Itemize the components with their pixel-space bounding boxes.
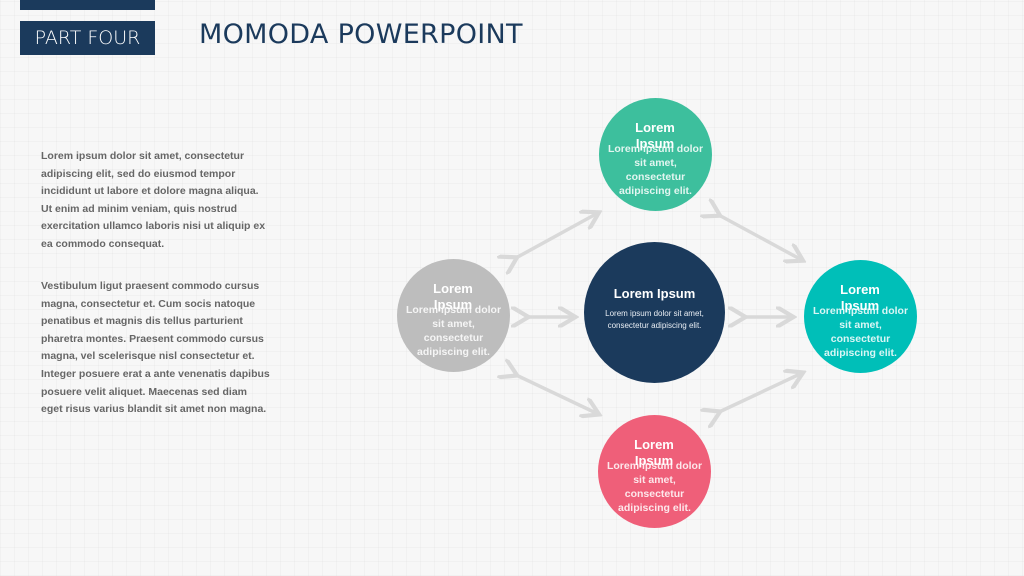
- bottom-circle-title: Lorem Ipsum: [634, 437, 674, 468]
- right-circle-text: Lorem ipsum dolor sit amet, consectetur …: [812, 305, 909, 359]
- body-paragraph-2: Vestibulum ligut praesent commodo cursus…: [41, 280, 270, 416]
- page-title: MOMODA POWERPOINT: [199, 19, 523, 50]
- bottom-circle-text: Lorem ipsum dolor sit amet, consectetur …: [606, 460, 703, 514]
- center-circle: Lorem Ipsum Lorem ipsum dolor sit amet, …: [584, 242, 725, 383]
- header-accent-bar: [20, 0, 155, 10]
- arrow-top-right: [717, 214, 800, 259]
- arrow-bottom-right: [717, 374, 800, 413]
- right-circle-title: Lorem Ipsum: [840, 282, 880, 313]
- top-circle-title: Lorem Ipsum: [635, 120, 675, 151]
- arrow-bottom-left: [514, 374, 596, 413]
- center-circle-title: Lorem Ipsum: [613, 286, 696, 301]
- center-circle-text: Lorem ipsum dolor sit amet, consectetur …: [605, 309, 704, 330]
- body-paragraph-1: Lorem ipsum dolor sit amet, consectetur …: [41, 150, 266, 250]
- left-circle-text: Lorem ipsum dolor sit amet, consectetur …: [405, 304, 502, 358]
- part-label: PART FOUR: [20, 21, 155, 55]
- top-circle-text: Lorem ipsum dolor sit amet, consectetur …: [607, 143, 704, 197]
- top-circle: Lorem Ipsum Lorem ipsum dolor sit amet, …: [599, 98, 712, 211]
- left-circle: Lorem Ipsum Lorem ipsum dolor sit amet, …: [397, 259, 510, 372]
- right-circle: Lorem Ipsum Lorem ipsum dolor sit amet, …: [804, 260, 917, 373]
- left-circle-title: Lorem Ipsum: [433, 281, 473, 312]
- arrow-top-left: [514, 214, 596, 259]
- bottom-circle: Lorem Ipsum Lorem ipsum dolor sit amet, …: [598, 415, 711, 528]
